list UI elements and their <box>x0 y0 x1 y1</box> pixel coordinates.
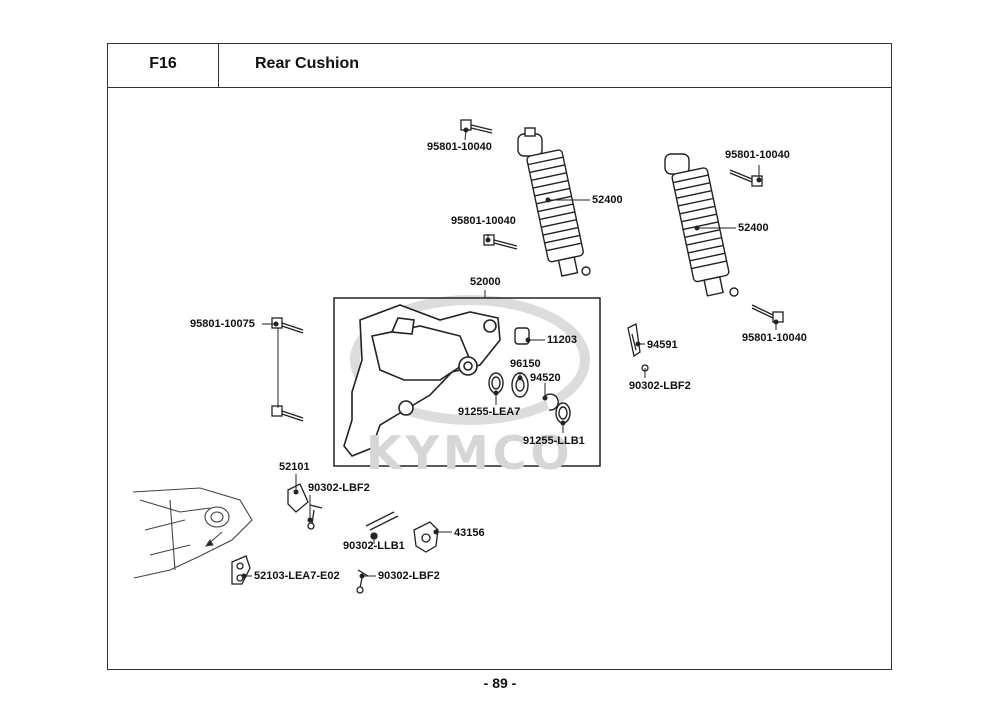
part-label: 52400 <box>738 222 769 234</box>
part-label: 90302-LLB1 <box>343 540 405 552</box>
assembly-box <box>333 297 601 467</box>
watermark-oval <box>350 295 590 425</box>
page-number: - 89 - <box>483 675 517 691</box>
part-label: 52000 <box>470 276 501 288</box>
part-label: 95801-10040 <box>742 332 807 344</box>
part-label: 94591 <box>647 339 678 351</box>
header-divider <box>107 87 892 88</box>
part-label: 95801-10040 <box>725 149 790 161</box>
lower-small-parts <box>231 483 439 594</box>
clip-94591 <box>627 323 649 372</box>
part-label: 95801-10075 <box>190 318 255 330</box>
bearing-parts <box>488 327 571 424</box>
part-label: 52103-LEA7-E02 <box>254 570 340 582</box>
page-title: Rear Cushion <box>255 55 360 72</box>
swing-arm-bracket <box>343 304 501 457</box>
part-label: 52400 <box>592 194 623 206</box>
part-label: 11203 <box>547 334 577 346</box>
part-label: 91255-LLB1 <box>523 435 585 447</box>
part-label: 94520 <box>530 372 561 384</box>
part-label: 43156 <box>454 527 485 539</box>
engine-case-sketch <box>132 487 253 579</box>
part-label: 95801-10040 <box>427 141 492 153</box>
shock-absorber-right <box>664 153 739 297</box>
diagram-frame <box>107 43 892 670</box>
part-label: 90302-LBF2 <box>308 482 370 494</box>
part-label: 96150 <box>510 358 541 370</box>
shock-absorber-left <box>517 127 591 277</box>
part-label: 91255-LEA7 <box>458 406 521 418</box>
leader-lines <box>241 127 779 579</box>
section-code: F16 <box>149 55 177 72</box>
part-label: 95801-10040 <box>451 215 516 227</box>
part-label: 90302-LBF2 <box>629 380 691 392</box>
watermark-text: KYMCO <box>366 426 574 480</box>
part-label: 90302-LBF2 <box>378 570 440 582</box>
part-label: 52101 <box>279 461 310 473</box>
